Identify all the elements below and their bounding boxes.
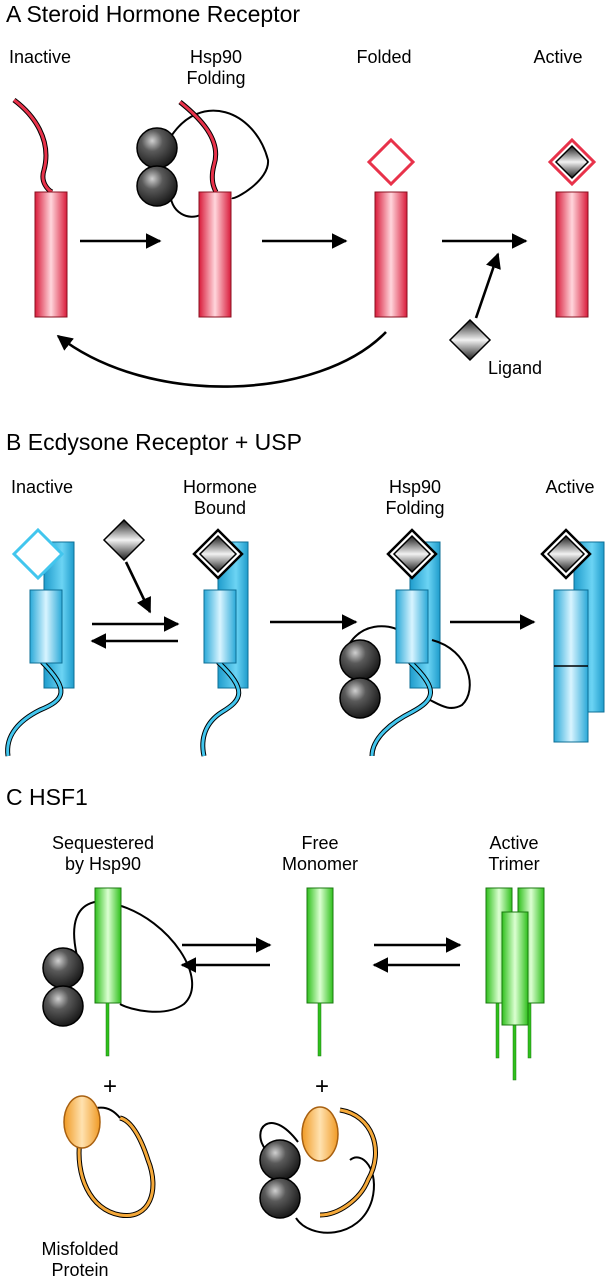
label-trimer: Trimer [488,854,539,874]
label-folded: Folded [356,47,411,67]
panel-c-title: C HSF1 [6,784,88,810]
label-hsp90: Hsp90 [389,477,441,497]
ligand-icon [102,518,146,562]
panel-b-title: B Ecdysone Receptor + USP [6,429,302,455]
hsp90-icon [42,985,84,1027]
label-monomer: Monomer [282,854,358,874]
label-bound: Bound [194,498,246,518]
misfolded-protein [63,1095,156,1218]
hsp90-misfolded-complex [259,1106,378,1234]
label-active: Active [489,833,538,853]
binding-pocket-icon [11,527,65,581]
hsf1-active-trimer [485,887,545,1081]
plus-sign: + [103,1073,117,1100]
hsp90-icon [136,127,178,169]
ecdysone-receptor-active [540,528,605,743]
label-misfolded: Misfolded [41,1239,118,1259]
ligand-icon [448,318,492,362]
plus-sign: + [315,1073,329,1100]
ecdysone-receptor-hsp90-folding [339,528,471,757]
hsp90-icon [339,639,381,681]
label-active: Active [533,47,582,67]
label-protein: Protein [51,1260,108,1280]
hsp90-icon [136,165,178,207]
label-hsp90: Hsp90 [190,47,242,67]
hsf1-sequestered [42,887,194,1057]
label-ligand: Ligand [488,358,542,378]
ligand-icon [546,534,586,574]
hsp90-icon [42,947,84,989]
label-folding: Folding [186,68,245,88]
hsp90-icon [339,677,381,719]
hsp90-icon [259,1177,301,1219]
label-active: Active [545,477,594,497]
label-inactive: Inactive [11,477,73,497]
ecdysone-receptor-bound [192,528,249,757]
steroid-receptor-active [547,137,597,318]
ligand-icon [392,534,432,574]
steroid-receptor-inactive [12,98,68,318]
label-folding: Folding [385,498,444,518]
label-by-hsp90: by Hsp90 [65,854,141,874]
label-hormone: Hormone [183,477,257,497]
panel-a-title: A Steroid Hormone Receptor [6,1,300,27]
binding-pocket-icon [366,137,416,187]
ligand-icon [554,144,590,180]
label-sequestered: Sequestered [52,833,154,853]
hsf1-free-monomer [306,887,334,1057]
arrow-return [56,331,387,388]
arrow-ligand [474,252,501,319]
arrow-hormone [124,561,152,614]
label-free: Free [301,833,338,853]
hsp90-icon [259,1139,301,1181]
steroid-receptor-hsp90-folding [136,100,270,318]
label-inactive: Inactive [9,47,71,67]
ligand-icon [198,534,238,574]
ecdysone-receptor-inactive [5,527,75,757]
steroid-receptor-folded [366,137,416,318]
